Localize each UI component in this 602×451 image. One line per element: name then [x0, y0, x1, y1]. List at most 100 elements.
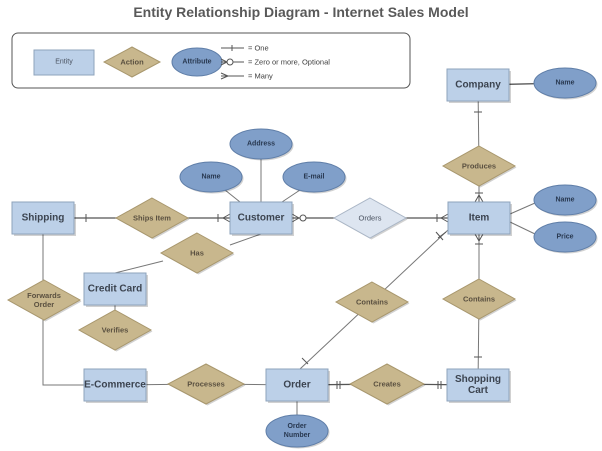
action-diamond — [77, 309, 153, 351]
many-marker — [291, 213, 300, 223]
action-diamond — [334, 281, 410, 323]
relationship-line-item-item-price — [509, 221, 536, 235]
entity-box — [83, 368, 147, 402]
action-label: Forwards — [27, 291, 61, 300]
action-diamond — [348, 363, 426, 405]
legend-notation-zero-or-more: = Zero or more, Optional — [220, 58, 330, 67]
legend-attribute-label: Attribute — [182, 59, 211, 66]
entity-label: Customer — [238, 213, 285, 224]
cardinality-marks — [85, 111, 484, 389]
action-label: Ships Item — [133, 214, 171, 223]
attribute-label: Number — [284, 432, 311, 439]
entity-label: Item — [469, 213, 490, 224]
entity-credit-card[interactable]: Credit Card — [83, 272, 148, 307]
entity-box — [83, 272, 147, 306]
action-diamond — [114, 197, 190, 239]
action-orders[interactable]: Orders — [332, 197, 408, 240]
entity-customer[interactable]: Customer — [229, 201, 294, 236]
action-diamond — [166, 363, 246, 405]
legend-attribute: Attribute — [171, 47, 223, 77]
zero-marker — [299, 214, 307, 222]
legend-notation-label: = Many — [248, 72, 273, 81]
attribute-label: Name — [555, 80, 574, 87]
action-contains-order[interactable]: Contains — [334, 281, 410, 324]
many-marker — [474, 233, 484, 242]
attribute-company-name[interactable]: Name — [533, 67, 598, 100]
entity-box — [446, 68, 510, 102]
one-marker — [435, 231, 444, 241]
action-diamond — [441, 278, 517, 320]
relationship-line-item-item-name — [509, 202, 536, 215]
legend-action-label: Action — [120, 58, 144, 67]
action-label: Orders — [359, 214, 382, 223]
action-diamond — [6, 279, 82, 321]
action-diamond — [441, 145, 517, 187]
attribute-ellipse — [282, 161, 346, 193]
legend-entity: Entity — [33, 49, 95, 76]
action-diamond — [159, 232, 235, 274]
action-creates[interactable]: Creates — [348, 363, 426, 406]
entity-e-commerce[interactable]: E-Commerce — [83, 368, 148, 403]
action-diamond — [332, 197, 408, 239]
diagram-title: Entity Relationship Diagram - Internet S… — [133, 4, 469, 20]
action-label: Has — [190, 249, 204, 258]
attribute-label: Address — [247, 141, 275, 148]
attribute-customer-email[interactable]: E-mail — [282, 161, 347, 194]
action-label: Contains — [463, 295, 495, 304]
entity-box — [229, 201, 293, 235]
entity-box — [447, 201, 511, 235]
action-has[interactable]: Has — [159, 232, 235, 275]
entity-box — [446, 368, 510, 402]
entity-box — [11, 201, 75, 235]
attribute-item-price[interactable]: Price — [533, 221, 598, 254]
action-label: Verifies — [102, 326, 129, 335]
entity-box — [265, 368, 329, 402]
many-marker — [474, 194, 484, 203]
action-produces[interactable]: Produces — [441, 145, 517, 188]
attribute-label: Name — [555, 197, 574, 204]
one-marker — [301, 357, 309, 365]
entity-label: E-Commerce — [84, 380, 146, 391]
attribute-customer-address[interactable]: Address — [229, 128, 294, 161]
action-verifies[interactable]: Verifies — [77, 309, 153, 352]
entity-company[interactable]: Company — [446, 68, 511, 103]
entity-label: Cart — [468, 385, 489, 396]
entity-label: Shipping — [22, 213, 65, 224]
entity-shipping[interactable]: Shipping — [11, 201, 76, 236]
entity-label: Shopping — [455, 374, 501, 385]
attribute-ellipse — [179, 161, 243, 193]
legend-notation-many: = Many — [220, 72, 273, 81]
many-marker — [437, 231, 447, 239]
attribute-ellipse — [265, 414, 329, 448]
attribute-ellipse — [533, 67, 597, 99]
attribute-ellipse — [533, 221, 597, 253]
relationship-line-forwards-order-e-commerce — [42, 320, 84, 386]
entity-order[interactable]: Order — [265, 368, 330, 403]
action-contains-cart[interactable]: Contains — [441, 278, 517, 321]
action-ships-item[interactable]: Ships Item — [114, 197, 190, 240]
attribute-item-name[interactable]: Name — [533, 184, 598, 217]
action-label: Creates — [373, 380, 401, 389]
attribute-customer-name[interactable]: Name — [179, 161, 244, 194]
relationship-line-customer-customer-name — [224, 189, 241, 203]
attribute-label: Order — [287, 423, 306, 430]
many-marker — [440, 213, 449, 223]
legend-entity-label: Entity — [55, 59, 73, 66]
action-label: Produces — [462, 162, 496, 171]
attribute-label: E-mail — [303, 174, 324, 181]
action-label: Order — [34, 300, 55, 309]
attribute-label: Name — [201, 174, 220, 181]
attribute-label: Price — [556, 234, 573, 241]
relationship-line-customer-has — [229, 233, 262, 246]
entity-label: Credit Card — [88, 284, 142, 295]
entity-item[interactable]: Item — [447, 201, 512, 236]
relationship-line-has-credit-card — [114, 260, 164, 274]
action-processes[interactable]: Processes — [166, 363, 246, 406]
entity-label: Company — [455, 80, 501, 91]
